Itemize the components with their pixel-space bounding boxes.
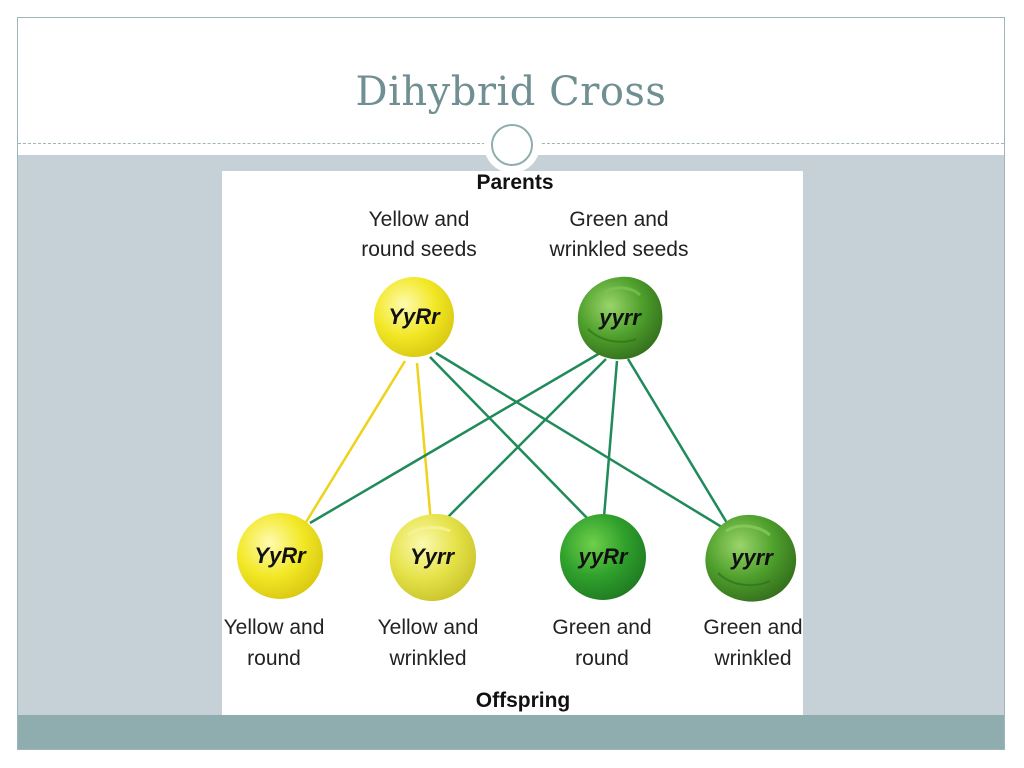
- offspring-seed-3: yyRr: [560, 514, 646, 600]
- green-wrinkled-seed-icon: [577, 276, 663, 360]
- yellow-round-seed-icon: [237, 513, 323, 599]
- yellow-round-seed-icon: [374, 277, 454, 357]
- parents-heading: Parents: [476, 171, 553, 194]
- parent-2-label-line2: wrinkled seeds: [549, 238, 689, 261]
- offspring-2-label-line1: Yellow and: [378, 616, 479, 639]
- line-green-to-offspring-4: [626, 358, 729, 524]
- offspring-3-label-line1: Green and: [552, 616, 651, 639]
- slide-title: Dihybrid Cross: [355, 69, 667, 115]
- parent-2-genotype: yyrr: [598, 305, 642, 330]
- line-green-to-offspring-2: [443, 358, 607, 522]
- cross-diagram: Parents Offspring Yellow and round seeds…: [224, 171, 803, 712]
- title-area: Dihybrid Cross: [17, 17, 1005, 143]
- offspring-1-genotype: YyRr: [254, 543, 307, 568]
- offspring-4-label-line2: wrinkled: [713, 647, 791, 670]
- divider-ornament-ring: [491, 124, 533, 166]
- offspring-1-label-line1: Yellow and: [224, 616, 325, 639]
- offspring-seed-4: yyrr: [705, 514, 797, 602]
- offspring-4-label-line1: Green and: [703, 616, 802, 639]
- offspring-1-label-line2: round: [247, 647, 301, 670]
- line-yellow-to-offspring-3: [429, 356, 589, 520]
- offspring-seed-1: YyRr: [237, 513, 323, 599]
- parent-seed-green-wrinkled: yyrr: [577, 276, 663, 360]
- offspring-seed-2: Yyrr: [389, 513, 476, 601]
- line-yellow-to-offspring-2: [415, 362, 433, 524]
- parent-1-label-line1: Yellow and: [369, 208, 470, 231]
- dihybrid-cross-figure: Parents Offspring Yellow and round seeds…: [222, 171, 803, 715]
- cross-lines: [301, 351, 729, 531]
- offspring-2-label-line2: wrinkled: [388, 647, 466, 670]
- yellow-wrinkled-seed-icon: [389, 513, 476, 601]
- offspring-2-genotype: Yyrr: [410, 544, 455, 569]
- parent-2-label-line1: Green and: [569, 208, 668, 231]
- offspring-3-genotype: yyRr: [578, 544, 629, 569]
- green-round-seed-icon: [560, 514, 646, 600]
- line-green-to-offspring-3: [602, 360, 619, 518]
- line-yellow-to-offspring-4: [435, 351, 726, 531]
- parent-seed-yyrr-yellow: YyRr: [374, 277, 454, 357]
- parent-1-genotype: YyRr: [388, 304, 441, 329]
- parent-1-label-line2: round seeds: [361, 238, 477, 261]
- line-yellow-to-offspring-1: [301, 360, 407, 528]
- offspring-4-genotype: yyrr: [730, 545, 774, 570]
- line-green-to-offspring-1: [309, 351, 601, 525]
- offspring-3-label-line2: round: [575, 647, 629, 670]
- offspring-heading: Offspring: [476, 689, 571, 712]
- bottom-bar: [18, 715, 1004, 749]
